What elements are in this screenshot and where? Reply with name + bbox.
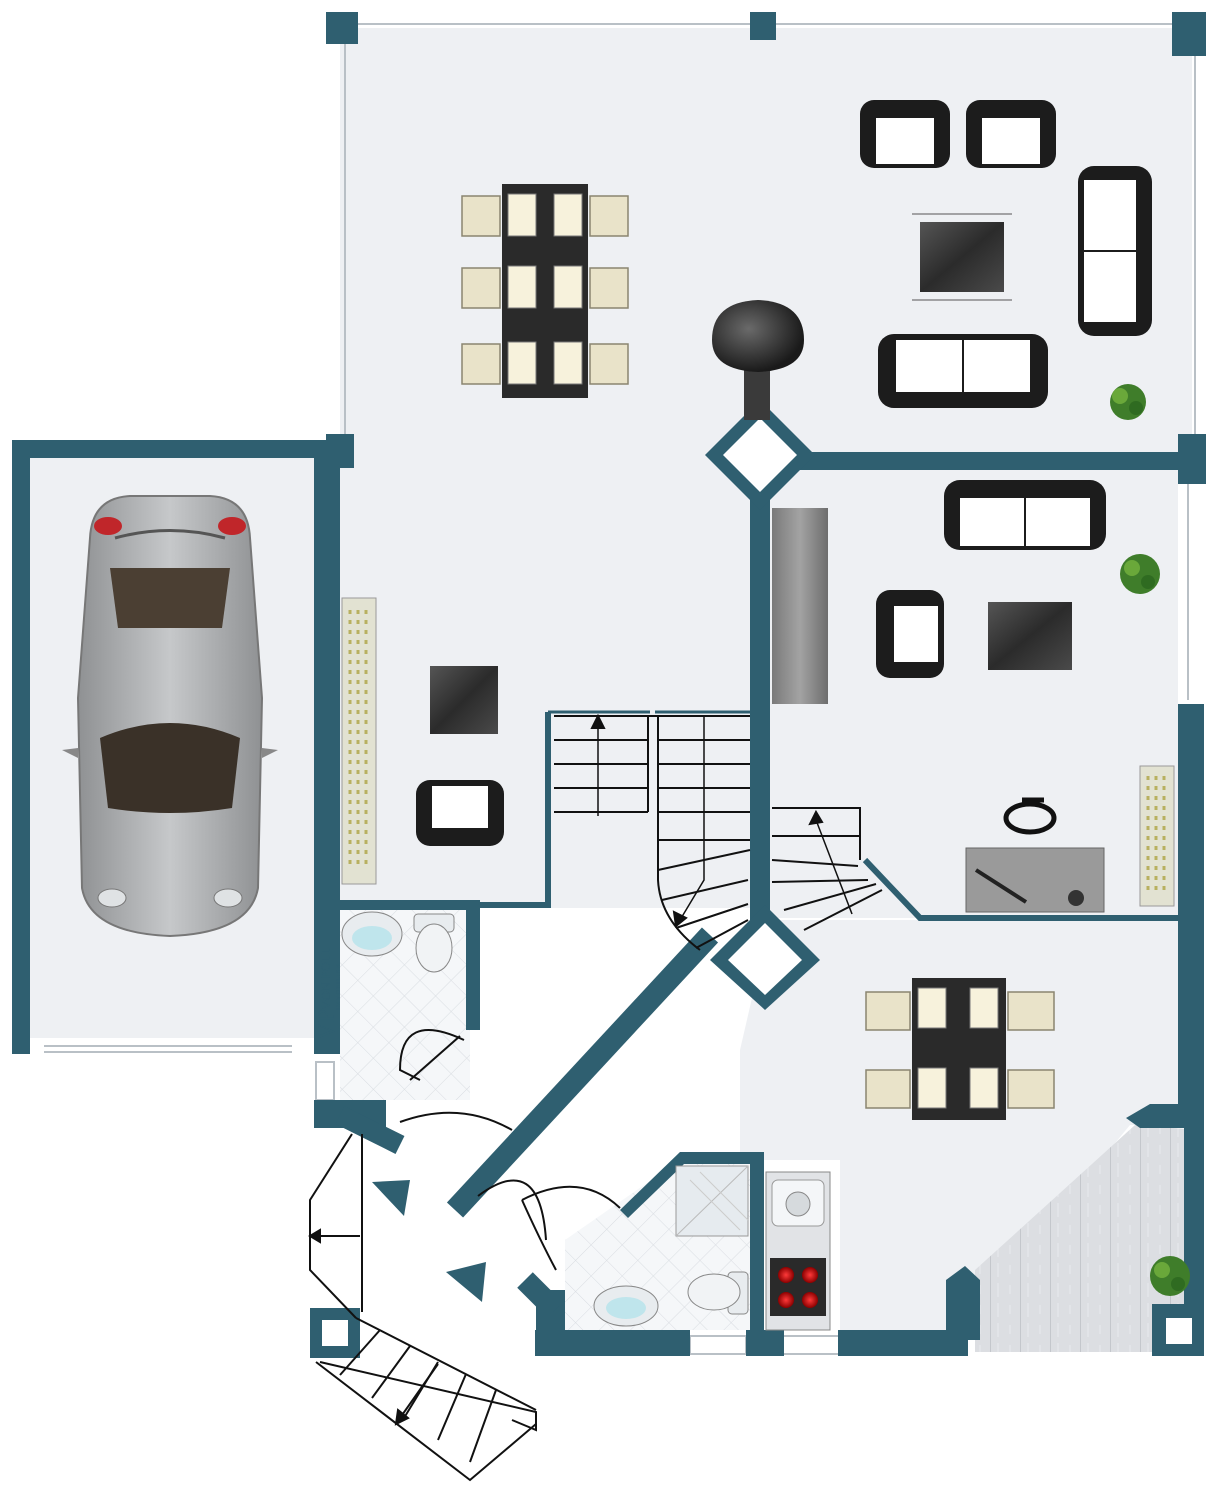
entry-stairs — [308, 1133, 537, 1482]
stove-icon — [778, 1267, 818, 1308]
bath-wall — [750, 1152, 764, 1332]
right-wall-lower — [1184, 1110, 1204, 1350]
armchair-icon — [876, 590, 944, 678]
plant-icon — [1120, 554, 1160, 594]
wall-post — [1172, 12, 1206, 56]
plant-icon — [1110, 384, 1146, 420]
garage-wall-left — [12, 440, 30, 1054]
shower-icon — [675, 1165, 749, 1237]
armchair-icon — [966, 100, 1056, 168]
wall-post — [1178, 434, 1206, 484]
door-swing-icon — [398, 1029, 465, 1081]
bath-wall — [620, 1152, 764, 1218]
entry-door — [399, 1111, 547, 1241]
wall-post — [326, 12, 358, 44]
entry-floor — [400, 1120, 560, 1330]
kitchen-counter — [765, 1171, 831, 1331]
dining-chairs — [865, 991, 1055, 1109]
armchair-icon — [860, 100, 950, 168]
sofa-icon — [944, 480, 1106, 550]
place-settings — [917, 987, 999, 1109]
diagonal-walls — [335, 710, 1180, 1318]
sink-icon — [341, 911, 403, 957]
column-diamond-inner — [728, 923, 802, 995]
desk-icon — [965, 847, 1105, 913]
sofa-icon — [878, 334, 1048, 408]
toilet-icon — [687, 1271, 749, 1315]
dining-table-icon — [865, 978, 1055, 1120]
logo-icon: VP VON POLL IMMOBILIEN — [314, 946, 342, 1040]
car-icon — [62, 495, 278, 938]
side-table — [988, 602, 1072, 670]
plant-icon — [1150, 1256, 1190, 1296]
office-chair-icon — [1003, 797, 1057, 835]
terrace-wall — [1126, 1104, 1184, 1128]
kitchen-floor — [740, 920, 1178, 1330]
toilet-icon — [413, 913, 455, 973]
garage-wall-right — [314, 440, 340, 1054]
walls — [12, 12, 1206, 1358]
sofa-icon — [1078, 166, 1152, 336]
logo-name: VON POLL — [318, 946, 333, 1010]
windows — [44, 23, 1196, 1355]
bottom-wall — [746, 1330, 784, 1356]
coffee-table — [912, 213, 1012, 301]
radiator-icon — [341, 597, 377, 885]
wall-post — [750, 12, 776, 40]
logo-mark: VP — [314, 1009, 340, 1040]
entry-arrows — [372, 1180, 486, 1302]
dining-table-icon — [461, 184, 629, 398]
logo-sub: IMMOBILIEN — [336, 963, 342, 1010]
side-table — [430, 666, 498, 734]
sink-icon — [593, 1285, 659, 1327]
staircase-icon — [554, 713, 883, 951]
door-swing-icon — [521, 1185, 621, 1271]
terrace-deck — [975, 1125, 1200, 1352]
place-settings — [507, 193, 583, 385]
wc-wall — [466, 900, 480, 1030]
right-wall — [1178, 704, 1204, 1124]
living-wall — [790, 452, 1204, 470]
column-square — [1166, 1318, 1192, 1344]
armchair-icon — [416, 780, 504, 846]
central-wall — [750, 500, 770, 920]
column-square — [322, 1320, 348, 1346]
terrace-wall — [946, 1266, 980, 1340]
garage-wall-top — [12, 440, 340, 458]
radiator-icon — [1139, 765, 1175, 907]
counter-block — [772, 508, 828, 704]
fireplace-icon — [712, 300, 804, 420]
column-diamond-inner — [723, 418, 797, 492]
columns — [322, 400, 1192, 1346]
dining-chairs — [461, 195, 629, 385]
